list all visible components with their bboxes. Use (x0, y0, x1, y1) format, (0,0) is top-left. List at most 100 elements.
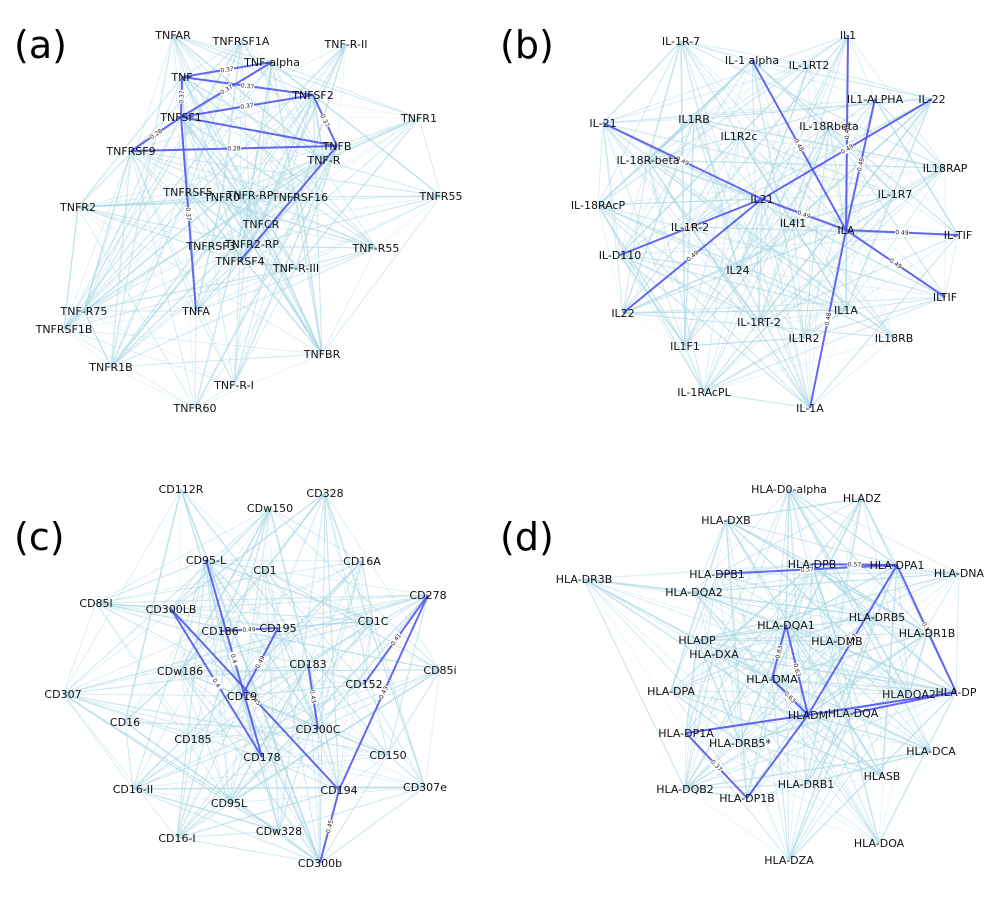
light-edge (785, 488, 790, 626)
light-edge (670, 690, 932, 752)
light-edge (324, 492, 374, 622)
light-edge (597, 118, 695, 206)
light-edge (95, 560, 363, 604)
light-edge (908, 693, 932, 752)
light-edge (62, 693, 280, 832)
light-edge (269, 507, 363, 562)
light-edge (77, 195, 442, 208)
light-edge (62, 488, 182, 695)
light-edge (271, 61, 325, 161)
edge-weight-label: 0.37 (240, 81, 255, 91)
node-label-tnf-r75: TNF-R75 (60, 305, 108, 318)
light-edge (228, 695, 243, 804)
light-edge (62, 594, 429, 695)
light-edge (62, 492, 326, 695)
light-edge (622, 269, 739, 314)
light-edge (176, 559, 207, 839)
node-label-hla-dp1a: HLA-DP1A (658, 727, 714, 740)
light-edge (95, 602, 230, 804)
light-edge (807, 714, 932, 752)
node-label-tnf-r: TNF-R (307, 154, 341, 167)
light-edge (876, 616, 957, 693)
node-label-cd85i: CD85i (423, 664, 456, 677)
light-edge (278, 492, 326, 832)
light-edge (299, 196, 323, 355)
light-edge (684, 345, 705, 393)
light-edge (219, 507, 271, 632)
edge-weight-text: 0.43 (308, 689, 317, 703)
light-edge (597, 204, 946, 298)
node-label-cd185: CD185 (174, 733, 211, 746)
light-edge (737, 135, 740, 271)
edge-weight-label: 0.37 (177, 89, 186, 105)
light-edge (746, 783, 807, 799)
light-edge (693, 563, 813, 593)
light-edge (62, 693, 389, 756)
light-edge (803, 229, 847, 339)
light-edge (260, 223, 297, 269)
edge-weight-label: 0.37 (239, 100, 255, 112)
edge-weight-text: 0.63 (774, 645, 784, 660)
light-edge (703, 193, 896, 393)
node-label-hla-dpa: HLA-DPA (647, 685, 695, 698)
light-edge (180, 116, 420, 119)
node-label-cd300lb: CD300LB (146, 603, 197, 616)
light-edge (264, 569, 319, 730)
node-label-cd112r: CD112R (159, 483, 204, 496)
edge-weight-label-background (323, 818, 336, 835)
edge-weight-label-background (209, 674, 224, 692)
light-edges (62, 488, 441, 864)
light-edge (176, 789, 340, 839)
light-edge (63, 328, 323, 355)
light-edge (363, 620, 374, 685)
light-edge (221, 196, 262, 225)
light-edge (324, 492, 340, 791)
node-label-cd150: CD150 (369, 749, 406, 762)
light-edge (176, 492, 326, 839)
light-edge (597, 204, 624, 314)
node-label-il-1r-2: IL-1R-2 (671, 221, 709, 234)
light-edge (716, 573, 878, 618)
node-label-il-d110: IL-D110 (599, 249, 642, 262)
edge-weight-label-background (219, 64, 235, 75)
light-edge (241, 695, 389, 756)
node-label-hla-dp: HLA-DP (935, 686, 976, 699)
light-edge (751, 59, 794, 224)
node-label-il-18r-beta: IL-18R-beta (616, 154, 679, 167)
edge-weight-label-background (799, 565, 815, 574)
node-label-il1f1: IL1F1 (670, 340, 700, 353)
node-label-cd183: CD183 (289, 658, 326, 671)
node-label-hla-dqa2: HLA-DQA2 (665, 586, 723, 599)
light-edge (693, 64, 810, 120)
light-edge (228, 669, 441, 804)
node-label-cd328: CD328 (306, 487, 343, 500)
edge-weight-label: 0.48 (822, 311, 834, 327)
node-label-cd16a: CD16A (343, 555, 381, 568)
edge-weight-label-background (791, 662, 803, 678)
edge-weight-text: 0.48 (844, 126, 851, 140)
light-edge (684, 564, 898, 790)
light-edge (317, 560, 363, 730)
light-edge (896, 564, 960, 574)
node-label-tnf-alpha: TNF-alpha (243, 56, 300, 69)
light-edge (62, 693, 134, 790)
light-edge (713, 653, 932, 752)
node-label-tnfbr: TNFBR (303, 348, 341, 361)
light-edge (808, 64, 959, 236)
light-edge (788, 691, 957, 861)
light-edge (130, 150, 241, 262)
edge-weight-label: 0.49 (894, 228, 910, 237)
light-edge (261, 663, 309, 758)
light-edge (205, 559, 363, 562)
edge-weight-label-background (684, 248, 701, 264)
light-edge (251, 94, 314, 245)
light-edge (228, 627, 279, 804)
light-edge (338, 620, 374, 791)
light-edge (62, 663, 309, 695)
light-edge (192, 630, 221, 740)
light-edge (372, 620, 426, 788)
light-edge (192, 560, 363, 740)
light-edge (805, 750, 932, 785)
node-label-cdw186: CDw186 (157, 665, 203, 678)
light-edge (95, 602, 374, 622)
